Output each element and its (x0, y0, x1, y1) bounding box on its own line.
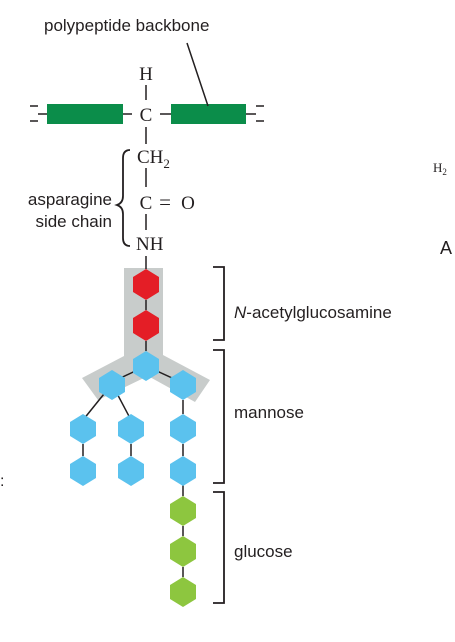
oxygen-atom: O (181, 193, 195, 214)
glucose-hexagon-3 (170, 577, 196, 607)
backbone-bar-left (47, 104, 123, 124)
carbonyl-carbon: C (140, 193, 153, 214)
ch2-group: CH2 (137, 147, 170, 171)
backbone-title: polypeptide backbone (44, 16, 209, 35)
hydrogen-atom: H (139, 64, 153, 85)
mannose-hexagon-3 (170, 370, 196, 400)
group-brackets (213, 266, 225, 604)
mannose-hexagon-5 (118, 414, 144, 444)
mannose-hexagon-6 (170, 414, 196, 444)
alpha-carbon: C (140, 105, 153, 126)
mannose-label: mannose (234, 403, 304, 422)
mannose-hexagon-9 (170, 456, 196, 486)
edge-fragment-a: A (440, 238, 452, 258)
bracket-nacetylglucosamine (213, 266, 225, 341)
bracket-glucose (213, 491, 225, 604)
glucose-hexagon-2 (170, 536, 196, 567)
side-chain-label-line1: asparagine (28, 190, 112, 209)
edge-fragment-h2: H2 (433, 160, 447, 177)
backbone-dashes (30, 105, 264, 122)
backbone-leader-line (186, 42, 209, 107)
mannose-hexagon-2 (99, 370, 125, 400)
backbone-bar-right (171, 104, 246, 124)
glucose-label: glucose (234, 542, 293, 561)
glucose-hexagon-1 (170, 496, 196, 526)
side-chain-label-line2: side chain (35, 212, 112, 231)
mannose-hexagon-8 (118, 456, 144, 486)
nacetylglucosamine-hexagon-2 (133, 310, 159, 341)
mannose-hexagon-7 (70, 456, 96, 486)
nacetylglucosamine-hexagon-1 (133, 269, 159, 300)
side-chain-brace (114, 149, 131, 247)
bracket-mannose (213, 349, 225, 484)
edge-fragment-left: : (0, 473, 4, 490)
double-bond: = (159, 190, 171, 214)
nh-group: NH (136, 234, 164, 255)
mannose-hexagon-1 (133, 351, 159, 381)
nacetylglucosamine-label: N-acetylglucosamine (234, 303, 392, 322)
mannose-hexagon-4 (70, 414, 96, 444)
